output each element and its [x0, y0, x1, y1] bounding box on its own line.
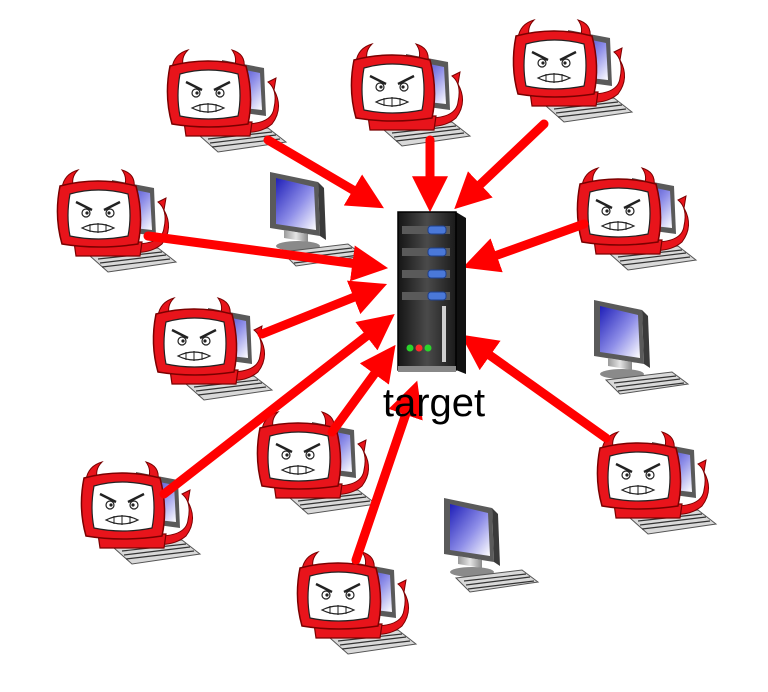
attack-arrow [159, 314, 395, 499]
devil-computer-7 [256, 410, 378, 516]
attack-arrow [462, 219, 589, 273]
attack-arrows [143, 119, 611, 565]
devil-computer-3 [512, 18, 634, 124]
devil-computer-10 [296, 550, 418, 656]
attack-arrow [351, 380, 423, 565]
devil-computer-5 [576, 166, 698, 272]
computer-2 [593, 299, 689, 395]
attack-arrow [143, 231, 389, 282]
attack-arrow [454, 119, 549, 210]
devil-computer-9 [596, 430, 718, 536]
attack-arrow [327, 344, 396, 437]
target-label: target [383, 381, 485, 425]
attack-arrow [257, 280, 388, 339]
devil-computer-2 [350, 42, 472, 148]
computer-3 [443, 497, 539, 593]
target-server [397, 211, 466, 374]
devil-computer-4 [56, 168, 178, 274]
attack-arrow [263, 135, 384, 209]
devil-computer-6 [152, 296, 274, 402]
attack-arrow [460, 334, 611, 443]
